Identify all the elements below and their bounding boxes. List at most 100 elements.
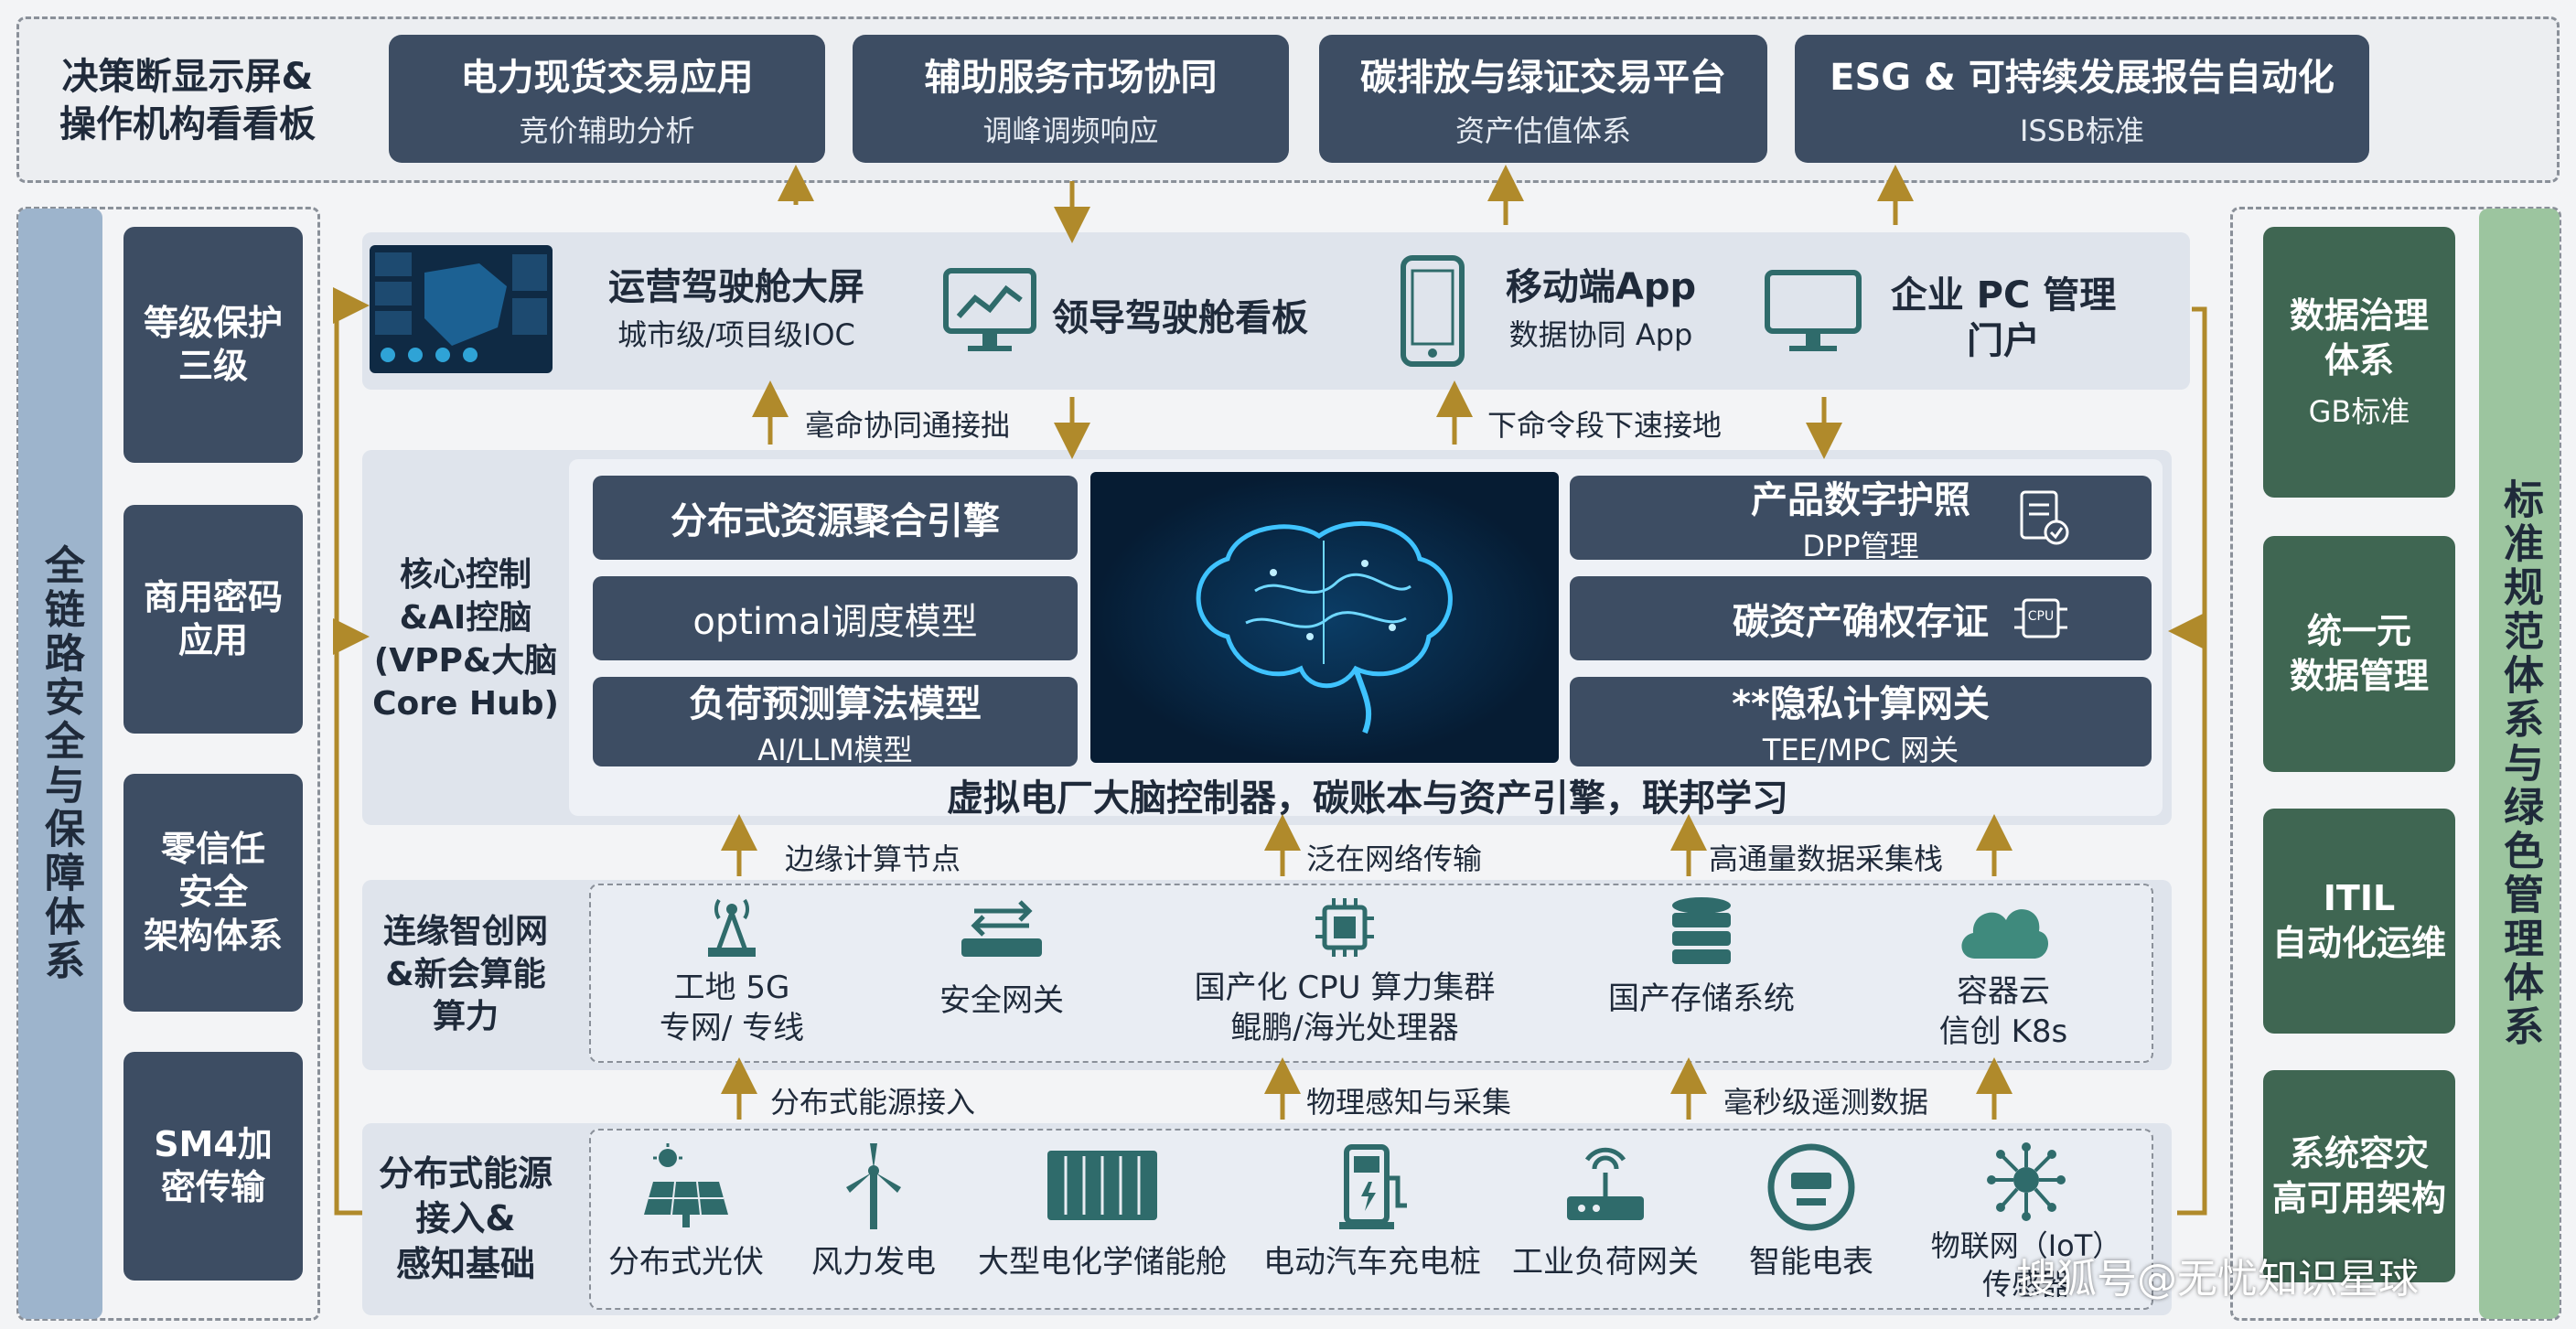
right-item-sub: GB标准 xyxy=(2308,393,2410,429)
chip-icon: CPU xyxy=(2009,591,2073,646)
right-standards-frame xyxy=(2230,207,2561,1321)
right-item-dr[interactable]: 系统容灾 高可用架构 xyxy=(2263,1070,2455,1282)
network-inner-panel xyxy=(589,884,2153,1063)
top-box-esg[interactable]: ESG & 可持续发展报告自动化 ISSB标准 xyxy=(1795,35,2369,163)
core-pill-title: **隐私计算网关 xyxy=(1732,683,1990,725)
energy-item-storage[interactable]: 大型电化学储能舱 xyxy=(965,1141,1240,1282)
network-item-cpu[interactable]: 国产化 CPU 算力集群 鲲鹏/海光处理器 xyxy=(1162,895,1528,1048)
app-item-mobile[interactable]: 移动端App 数据协同 App xyxy=(1491,263,1711,355)
cpu-icon xyxy=(1315,898,1374,957)
core-pill-carbon[interactable]: 碳资产确权存证 xyxy=(1570,576,2152,660)
arrow-label-net-1: 分布式能源接入 xyxy=(770,1085,976,1120)
core-pill-privacy[interactable]: **隐私计算网关 TEE/MPC 网关 xyxy=(1570,677,2152,767)
arrow-label-core-3: 高通量数据采集栈 xyxy=(1709,841,1944,876)
app-item-leader-board[interactable]: 领导驾驶舱看板 xyxy=(1052,297,1308,339)
right-standards-bar: 标准规范体系与绿色管理体系 xyxy=(2479,209,2560,1319)
network-item-storage[interactable]: 国产存储系统 xyxy=(1573,895,1830,1019)
network-layer-label: 连缘智创网 &新会算能 算力 xyxy=(382,912,548,1036)
top-box-sub: 调峰调频响应 xyxy=(982,113,1159,148)
network-item-5g[interactable]: 工地 5G 专网/ 专线 xyxy=(622,895,842,1048)
left-item-zero-trust[interactable]: 零信任 安全 架构体系 xyxy=(123,774,303,1012)
top-box-spot-trading[interactable]: 电力现货交易应用 竞价辅助分析 xyxy=(389,35,825,163)
core-pill-title: 负荷预测算法模型 xyxy=(689,683,982,725)
ai-brain-image xyxy=(1090,472,1559,763)
gateway-icon xyxy=(961,900,1042,957)
network-item-label: 容器云 信创 K8s xyxy=(1938,973,2068,1051)
document-check-icon xyxy=(2020,490,2069,545)
network-item-label: 国产化 CPU 算力集群 鲲鹏/海光处理器 xyxy=(1194,970,1496,1047)
top-box-title: 碳排放与绿证交易平台 xyxy=(1360,57,1726,99)
energy-item-meter[interactable]: 智能电表 xyxy=(1720,1141,1903,1282)
energy-item-ev[interactable]: 电动汽车充电桩 xyxy=(1253,1141,1491,1282)
right-item-title: 数据治理 体系 xyxy=(2289,295,2429,381)
energy-layer-label: 分布式能源 接入& 感知基础 xyxy=(378,1152,553,1284)
arrow-label-core-1: 边缘计算节点 xyxy=(785,841,961,876)
app-item-sub: 数据协同 App xyxy=(1508,317,1693,352)
top-box-ancillary[interactable]: 辅助服务市场协同 调峰调频响应 xyxy=(853,35,1289,163)
left-security-frame xyxy=(16,207,320,1321)
watermark: 搜狐号@无忧知识星球 xyxy=(2016,1256,2419,1302)
left-item-level-protection[interactable]: 等级保护 三级 xyxy=(123,227,303,463)
top-box-sub: 资产估值体系 xyxy=(1454,113,1631,148)
arrow-label-app-2: 下命令段下速接地 xyxy=(1487,408,1723,443)
database-icon xyxy=(1672,897,1731,964)
energy-item-label: 电动汽车充电桩 xyxy=(1263,1244,1481,1281)
network-item-gateway[interactable]: 安全网关 xyxy=(901,895,1102,1021)
energy-item-label: 物联网（IoT） 传感器 xyxy=(1930,1228,2122,1302)
top-box-title: 电力现货交易应用 xyxy=(460,57,754,99)
right-item-data-governance[interactable]: 数据治理 体系 GB标准 xyxy=(2263,227,2455,498)
wind-turbine-icon xyxy=(846,1143,901,1229)
left-security-bar: 全链路安全与保障体系 xyxy=(18,209,102,1319)
arrow-label-app-1: 毫命协同通接拙 xyxy=(805,408,1011,443)
app-layer-panel xyxy=(362,232,2190,390)
dashboard-screen-thumbnail xyxy=(370,245,553,373)
chip-label: CPU xyxy=(2027,609,2055,624)
app-item-sub: 城市级/项目级IOC xyxy=(617,317,855,352)
top-box-carbon[interactable]: 碳排放与绿证交易平台 资产估值体系 xyxy=(1319,35,1767,163)
arrow-label-net-3: 毫秒级遥测数据 xyxy=(1723,1085,1929,1120)
antenna-icon xyxy=(708,898,756,957)
left-item-sm4[interactable]: SM4加 密传输 xyxy=(123,1052,303,1281)
top-box-sub: ISSB标准 xyxy=(2019,113,2145,148)
network-item-label: 国产存储系统 xyxy=(1608,981,1795,1017)
desktop-monitor-icon xyxy=(1765,270,1862,351)
right-item-title: 统一元 数据管理 xyxy=(2289,610,2429,696)
left-item-crypto[interactable]: 商用密码 应用 xyxy=(123,505,303,734)
energy-item-router[interactable]: 工业负荷网关 xyxy=(1500,1141,1711,1282)
right-bar-title: 标准规范体系与绿色管理体系 xyxy=(2496,478,2543,1049)
arrow-label-core-2: 泛在网络传输 xyxy=(1306,841,1483,876)
core-pill-sub: DPP管理 xyxy=(1802,529,1919,563)
core-pill-title: 碳资产确权存证 xyxy=(1733,601,1989,643)
right-item-metadata[interactable]: 统一元 数据管理 xyxy=(2263,536,2455,772)
core-pill-aggregation[interactable]: 分布式资源聚合引擎 xyxy=(593,476,1078,560)
ev-charger-icon xyxy=(1339,1144,1407,1229)
top-label-line-1: 决策断显示屏& xyxy=(61,56,314,98)
top-label-line-2: 操作机构看看板 xyxy=(59,103,316,145)
core-pill-dpp[interactable]: 产品数字护照 DPP管理 xyxy=(1570,476,2152,563)
app-item-pc-portal[interactable]: 企业 PC 管理 门户 xyxy=(1890,274,2117,362)
monitor-chart-icon xyxy=(943,268,1036,351)
app-item-title: 运营驾驶舱大屏 xyxy=(608,266,864,308)
energy-item-wind[interactable]: 风力发电 xyxy=(800,1141,947,1282)
app-item-title: 移动端App xyxy=(1505,266,1697,308)
solar-panel-icon xyxy=(644,1143,728,1227)
core-pill-forecast[interactable]: 负荷预测算法模型 AI/LLM模型 xyxy=(593,677,1078,767)
right-item-itil[interactable]: ITIL 自动化运维 xyxy=(2263,809,2455,1034)
top-layer-label: 决策断显示屏& 操作机构看看板 xyxy=(37,41,338,160)
energy-item-label: 工业负荷网关 xyxy=(1512,1244,1699,1281)
energy-item-solar[interactable]: 分布式光伏 xyxy=(599,1141,773,1282)
energy-item-label: 大型电化学储能舱 xyxy=(978,1244,1227,1281)
top-box-sub: 竞价辅助分析 xyxy=(519,113,695,148)
top-box-title: 辅助服务市场协同 xyxy=(924,57,1218,99)
energy-item-iot[interactable]: 物联网（IoT） 传感器 xyxy=(1912,1141,2141,1303)
network-item-k8s[interactable]: 容器云 信创 K8s xyxy=(1894,895,2113,1052)
app-item-ops-cockpit[interactable]: 运营驾驶舱大屏 城市级/项目级IOC xyxy=(585,263,887,355)
core-pill-title: 分布式资源聚合引擎 xyxy=(671,500,1000,542)
meter-icon xyxy=(1767,1143,1855,1231)
iot-icon xyxy=(1987,1142,2066,1221)
core-pill-title: 产品数字护照 xyxy=(1751,479,1970,521)
battery-container-icon xyxy=(1047,1151,1157,1220)
right-item-title: 系统容灾 高可用架构 xyxy=(2271,1132,2446,1218)
core-pill-dispatch[interactable]: optimal调度模型 xyxy=(593,576,1078,660)
